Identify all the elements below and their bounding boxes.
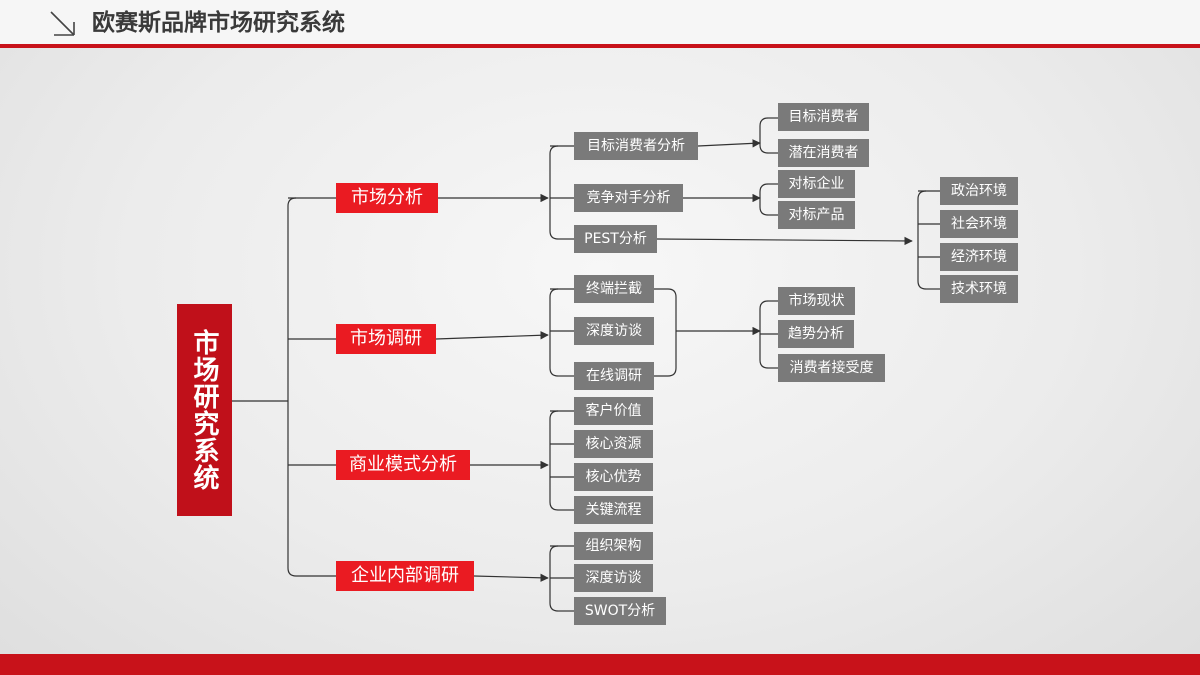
node-pest-analysis: PEST分析 — [574, 225, 657, 253]
page-title: 欧赛斯品牌市场研究系统 — [92, 10, 345, 36]
node-trend-analysis: 趋势分析 — [778, 320, 854, 348]
node-potential-consumer: 潜在消费者 — [778, 139, 869, 167]
branch-internal-research: 企业内部调研 — [336, 561, 474, 591]
node-political-env: 政治环境 — [940, 177, 1018, 205]
node-target-consumer-analysis: 目标消费者分析 — [574, 132, 698, 160]
node-tech-env: 技术环境 — [940, 275, 1018, 303]
node-swot-analysis: SWOT分析 — [574, 597, 666, 625]
node-key-process: 关键流程 — [574, 496, 653, 524]
root-node: 市场研究系统 — [177, 304, 232, 516]
node-core-resources: 核心资源 — [574, 430, 653, 458]
node-internal-interview: 深度访谈 — [574, 564, 653, 592]
header-divider — [0, 44, 1200, 48]
node-competitor-analysis: 竞争对手分析 — [574, 184, 683, 212]
node-social-env: 社会环境 — [940, 210, 1018, 238]
node-economic-env: 经济环境 — [940, 243, 1018, 271]
node-benchmark-product: 对标产品 — [778, 201, 855, 229]
node-org-structure: 组织架构 — [574, 532, 653, 560]
footer-bar — [0, 654, 1200, 675]
node-customer-value: 客户价值 — [574, 397, 653, 425]
node-consumer-acceptance: 消费者接受度 — [778, 354, 885, 382]
node-benchmark-company: 对标企业 — [778, 170, 855, 198]
node-in-depth-interview: 深度访谈 — [574, 317, 654, 345]
node-online-survey: 在线调研 — [574, 362, 654, 390]
corner-logo-icon — [50, 11, 75, 36]
node-terminal-intercept: 终端拦截 — [574, 275, 654, 303]
header-bar — [0, 0, 1200, 46]
branch-market-analysis: 市场分析 — [336, 183, 438, 213]
branch-market-research: 市场调研 — [336, 324, 436, 354]
node-target-consumer: 目标消费者 — [778, 103, 869, 131]
node-core-advantage: 核心优势 — [574, 463, 653, 491]
node-market-status: 市场现状 — [778, 287, 855, 315]
branch-business-model: 商业模式分析 — [336, 450, 470, 480]
